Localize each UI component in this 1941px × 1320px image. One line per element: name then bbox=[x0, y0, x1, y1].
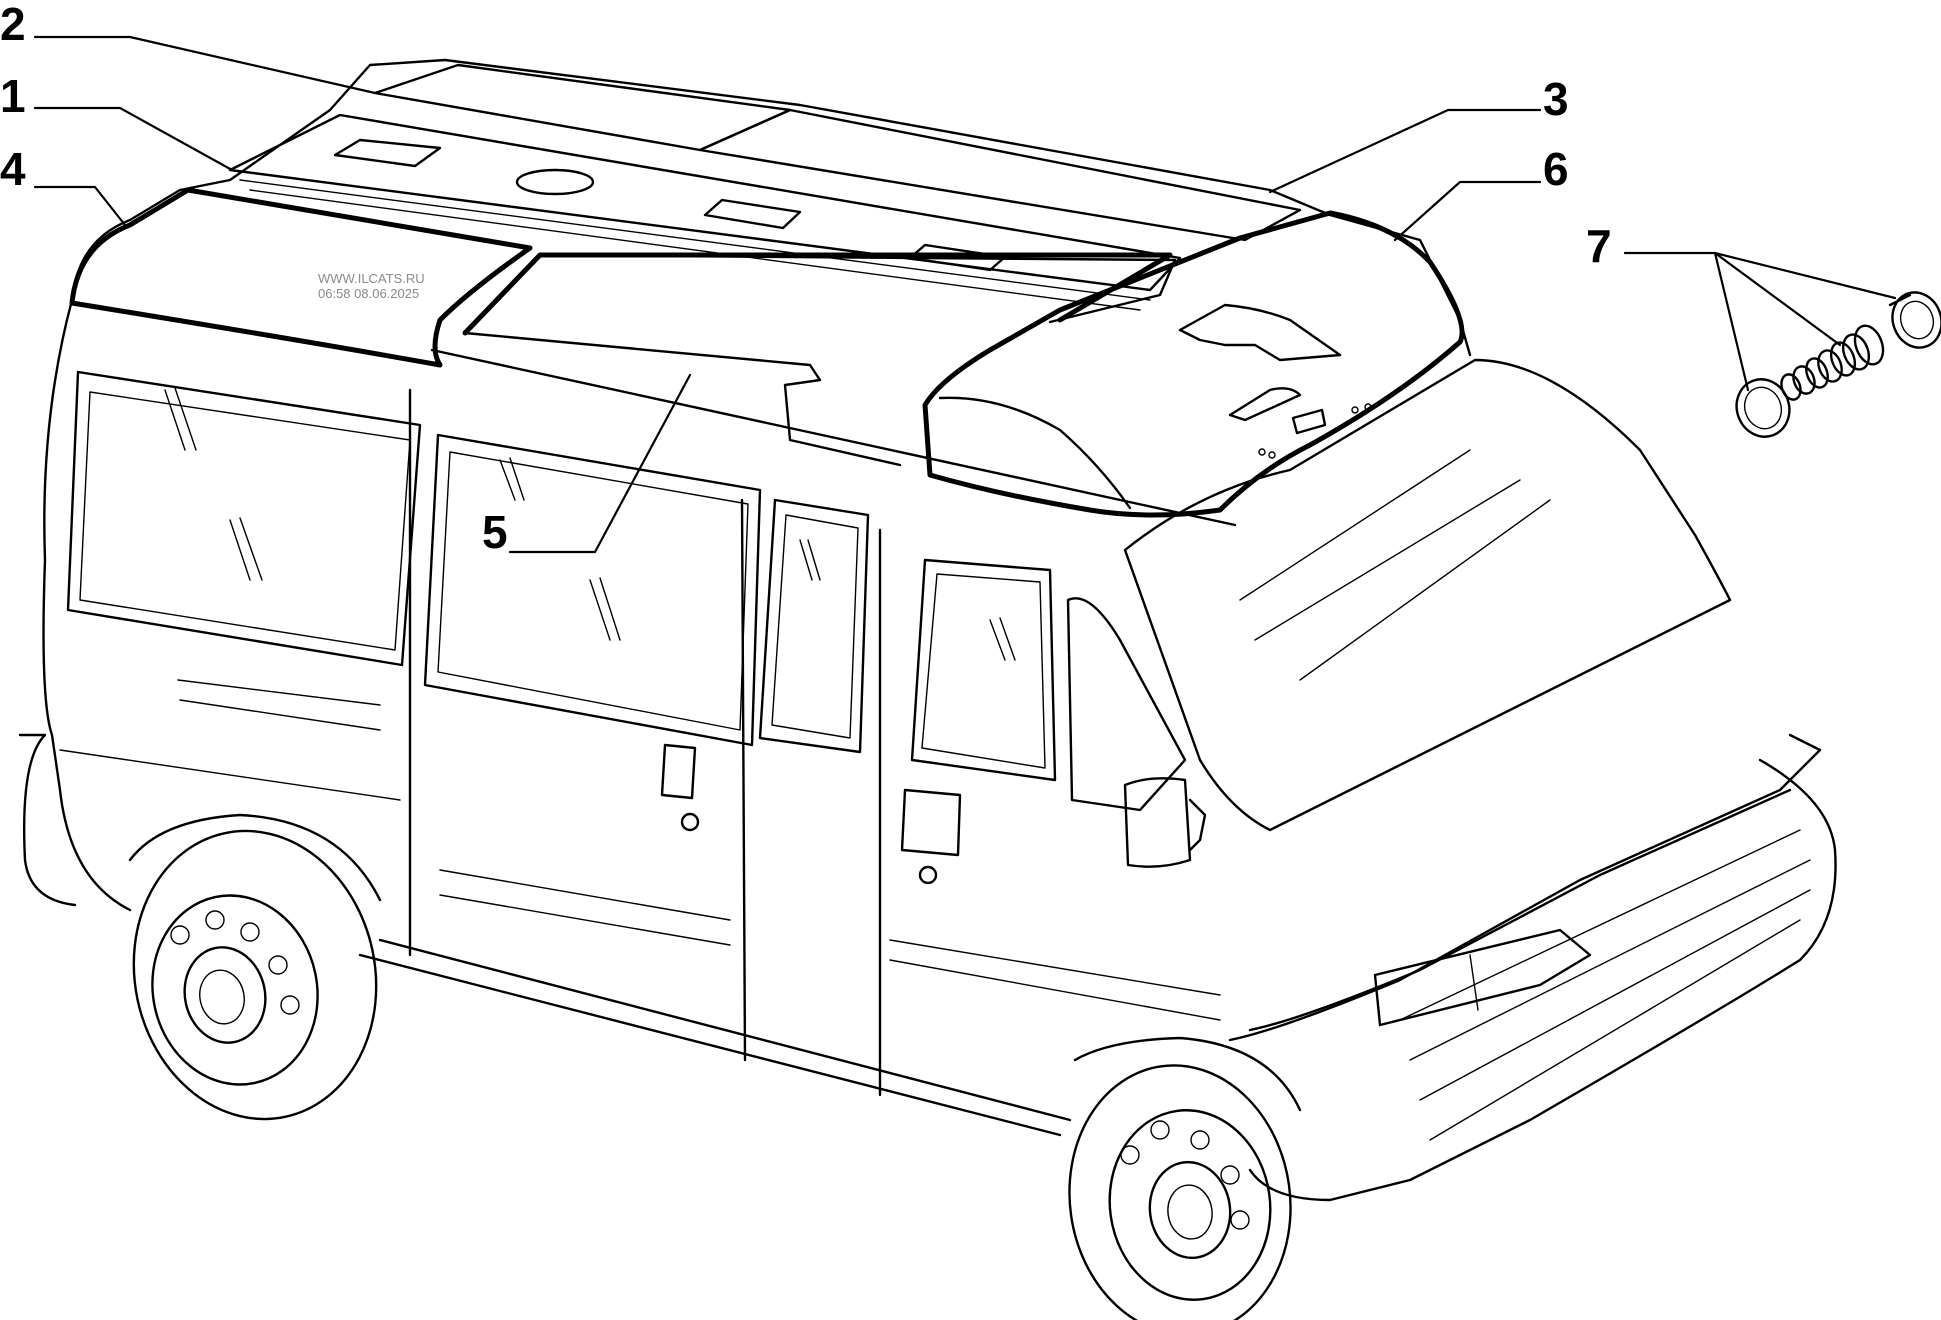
part-7-seal-set bbox=[1735, 291, 1941, 438]
callout-2: 2 bbox=[0, 0, 26, 50]
callout-1: 1 bbox=[0, 70, 26, 122]
callout-4: 4 bbox=[0, 143, 26, 195]
watermark-site: WWW.ILCATS.RU bbox=[318, 271, 425, 286]
leader-6 bbox=[1393, 180, 1542, 242]
watermark-timestamp: 06:58 08.06.2025 bbox=[318, 286, 419, 301]
callout-7: 7 bbox=[1586, 220, 1612, 272]
leader-1 bbox=[33, 106, 234, 172]
watermark: WWW.ILCATS.RU 06:58 08.06.2025 bbox=[318, 271, 425, 301]
leader-7 bbox=[1623, 251, 1897, 392]
leader-lines bbox=[33, 35, 1897, 554]
van-body bbox=[18, 58, 1837, 1320]
leader-4 bbox=[33, 185, 127, 227]
callout-3: 3 bbox=[1543, 73, 1569, 125]
leader-2 bbox=[33, 35, 377, 95]
roof-panels bbox=[69, 63, 1465, 518]
callout-6: 6 bbox=[1543, 143, 1569, 195]
callouts: 2 1 4 3 6 5 7 bbox=[0, 0, 1612, 558]
leader-3 bbox=[1268, 108, 1542, 194]
leader-5 bbox=[508, 373, 692, 554]
callout-5: 5 bbox=[482, 506, 508, 558]
